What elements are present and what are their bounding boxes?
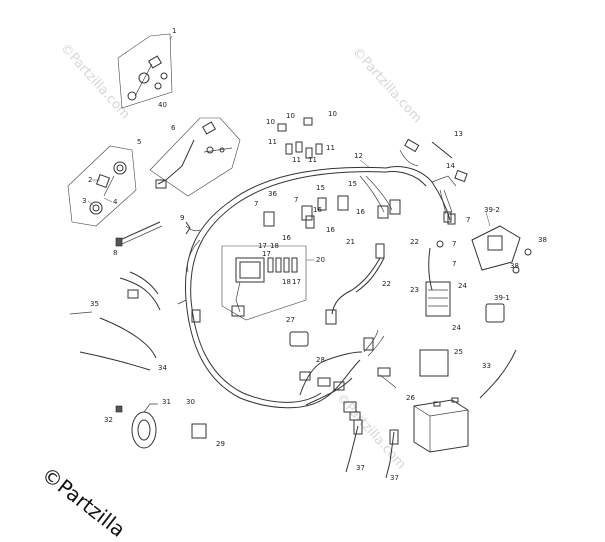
callout-29: 29: [216, 440, 225, 448]
callout-9: 9: [180, 214, 184, 222]
callout-11b: 11: [292, 156, 301, 164]
part-26-battery: [413, 397, 469, 453]
part-9-clip: [185, 221, 191, 235]
callout-10a: 10: [266, 118, 275, 126]
callout-17b: 17: [262, 250, 271, 258]
callout-8: 8: [113, 249, 117, 257]
callout-32: 32: [104, 416, 113, 424]
callout-38b: 38: [510, 262, 519, 270]
part-39-1-relay: [485, 303, 505, 323]
part-5-switch-group: [67, 145, 137, 227]
callout-27: 27: [286, 316, 295, 324]
callout-13: 13: [454, 130, 463, 138]
part-23-regulator: [425, 240, 451, 317]
callout-12: 12: [354, 152, 363, 160]
watermark-1: ©Partzilla.com: [57, 41, 133, 123]
part-21-ignition-coil: [325, 243, 385, 325]
callout-26: 26: [406, 394, 415, 402]
callout-37b: 37: [390, 474, 399, 482]
callout-22a: 22: [410, 238, 419, 246]
callout-16b: 16: [326, 226, 335, 234]
callout-33: 33: [482, 362, 491, 370]
part-31-horn: [115, 403, 158, 449]
part-20-fuse-box-group: [221, 245, 307, 321]
part-27-28-connector: [289, 331, 309, 347]
part-6-sensor-group: [149, 117, 241, 197]
watermark-2: ©Partzilla.com: [349, 45, 425, 127]
callout-3: 3: [82, 197, 86, 205]
callout-7b: 7: [294, 196, 298, 204]
callout-18b: 18: [282, 278, 291, 286]
callout-24b: 24: [452, 324, 461, 332]
part-37-cables: [345, 419, 399, 479]
part-1-key-switch-group: [117, 33, 173, 109]
callout-5: 5: [137, 138, 141, 146]
callout-18a: 18: [270, 242, 279, 250]
part-25-module: [419, 349, 449, 377]
main-harness: [177, 138, 457, 421]
callout-38a: 38: [538, 236, 547, 244]
part-13-cable-tie: [431, 141, 453, 159]
callout-11d: 11: [326, 144, 335, 152]
callout-24a: 24: [458, 282, 467, 290]
callout-14: 14: [446, 162, 455, 170]
callout-15b: 15: [348, 180, 357, 188]
callout-16c: 16: [356, 208, 365, 216]
callout-39-1: 39-1: [494, 294, 510, 302]
callout-7d: 7: [466, 216, 470, 224]
callout-37a: 37: [356, 464, 365, 472]
callout-16d: 16: [313, 206, 322, 214]
part-10-11-relays: [277, 117, 323, 159]
part-34-35-cables: [69, 271, 161, 371]
callout-11c: 11: [308, 156, 317, 164]
callout-34: 34: [158, 364, 167, 372]
callout-30: 30: [186, 398, 195, 406]
callout-25: 25: [454, 348, 463, 356]
callout-20: 20: [316, 256, 325, 264]
callout-6: 6: [171, 124, 176, 132]
wiring-harness-diagram: ©Partzilla.com ©Partzilla.com ©Partzilla…: [57, 27, 547, 482]
part-14-connector: [454, 169, 468, 183]
callout-40: 40: [158, 101, 167, 109]
part-15-16-sensors: [263, 195, 349, 229]
callout-39-2: 39-2: [484, 206, 500, 214]
callout-11a: 11: [268, 138, 277, 146]
callout-16a: 16: [282, 234, 291, 242]
callout-10b: 10: [286, 112, 295, 120]
part-39-2-bracket: [471, 211, 532, 274]
callout-10c: 10: [328, 110, 337, 118]
callout-23: 23: [410, 286, 419, 294]
part-33-cable: [479, 349, 517, 399]
callout-2: 2: [88, 176, 92, 184]
callout-35: 35: [90, 300, 99, 308]
part-8-sensor-probe: [115, 221, 163, 247]
callout-15a: 15: [316, 184, 325, 192]
callout-4: 4: [113, 198, 118, 206]
callout-1: 1: [172, 27, 176, 35]
callout-17a: 17: [258, 242, 267, 250]
callout-22b: 22: [382, 280, 391, 288]
callout-31: 31: [162, 398, 171, 406]
part-29-30-relay: [191, 423, 207, 439]
callout-17c: 17: [292, 278, 301, 286]
callout-36: 36: [268, 190, 277, 198]
callout-21: 21: [346, 238, 355, 246]
callout-28: 28: [316, 356, 325, 364]
callout-7e: 7: [452, 260, 456, 268]
callout-7c: 7: [452, 240, 456, 248]
callout-7a: 7: [254, 200, 258, 208]
